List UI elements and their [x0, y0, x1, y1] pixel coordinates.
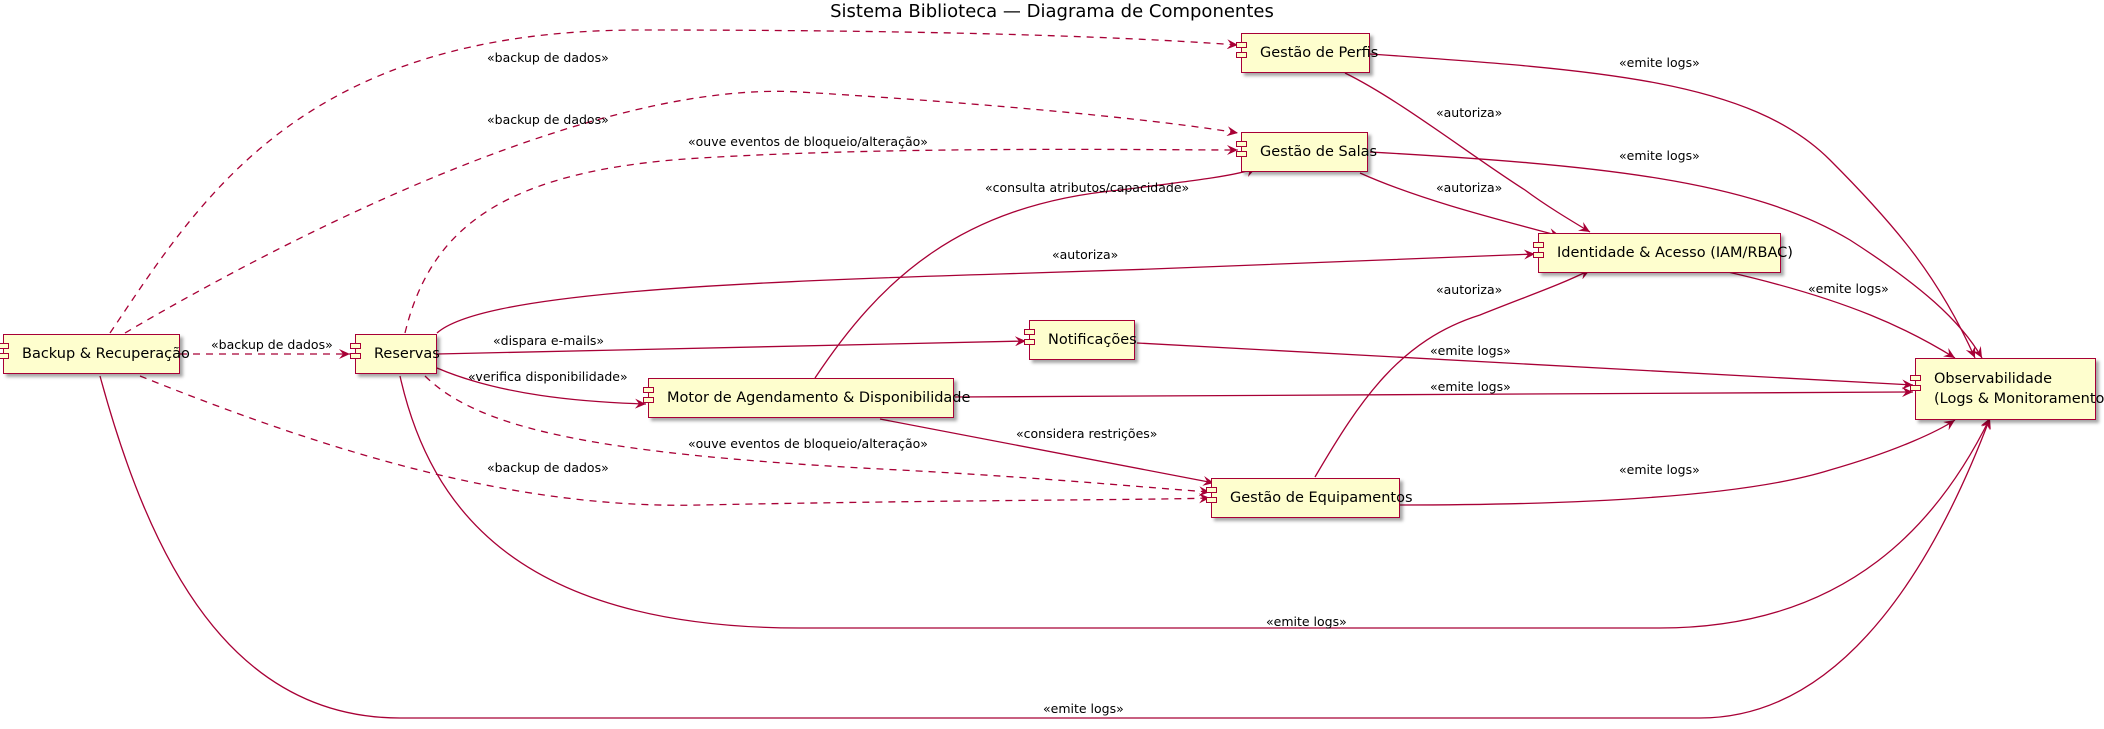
- edge-reservas-motor: [436, 367, 647, 409]
- edge-reservas-notificacoes: [436, 336, 1027, 355]
- component-label: Identidade & Acesso (IAM/RBAC): [1557, 245, 1793, 261]
- component-label: Reservas: [374, 346, 440, 362]
- edge-motor-observabilidade: [954, 387, 1914, 398]
- component-equipamentos[interactable]: Gestão de Equipamentos: [1206, 478, 1413, 518]
- component-motor[interactable]: Motor de Agendamento & Disponibilidade: [643, 378, 970, 418]
- component-tab: [1533, 252, 1544, 258]
- edge-perfis-observabilidade: [1369, 53, 1976, 359]
- component-salas[interactable]: Gestão de Salas: [1236, 132, 1377, 172]
- edge-equipamentos-observabilidade: [1399, 419, 1956, 506]
- edge-label: «ouve eventos de bloqueio/alteração»: [688, 436, 928, 451]
- component-label: Motor de Agendamento & Disponibilidade: [667, 390, 971, 406]
- edge-label: «emite logs»: [1619, 148, 1700, 163]
- edge-backup-salas: [124, 90, 1239, 334]
- component-tab: [1024, 329, 1035, 335]
- edge-motor-salas: [814, 167, 1257, 379]
- edge-backup-observabilidade: [99, 375, 1991, 719]
- component-tab: [1236, 42, 1247, 48]
- edge-reservas-observabilidade: [399, 375, 1991, 629]
- component-label: Notificações: [1048, 332, 1137, 348]
- component-observabilidade[interactable]: Observabilidade (Logs & Monitoramento): [1910, 358, 2104, 420]
- edge-backup-equipamentos: [139, 375, 1211, 506]
- edge-backup-perfis: [109, 29, 1239, 334]
- component-tab: [1910, 375, 1921, 381]
- edge-label: «emite logs»: [1619, 55, 1700, 70]
- edge-label: «autoriza»: [1436, 105, 1503, 120]
- edge-label: «backup de dados»: [487, 460, 609, 475]
- edge-label: «dispara e-mails»: [493, 333, 605, 348]
- edge-label: «emite logs»: [1808, 281, 1889, 296]
- component-label: Observabilidade (Logs & Monitoramento): [1934, 371, 2104, 407]
- diagram-title: Sistema Biblioteca — Diagrama de Compone…: [830, 1, 1274, 22]
- component-tab: [643, 397, 654, 403]
- edge-label: «emite logs»: [1619, 462, 1700, 477]
- component-label: Gestão de Salas: [1260, 144, 1378, 160]
- edge-motor-equipamentos: [879, 418, 1215, 486]
- edge-equipamentos-iam: [1314, 269, 1591, 478]
- edge-label: «autoriza»: [1436, 282, 1503, 297]
- edge-label: «autoriza»: [1436, 180, 1503, 195]
- component-label: Gestão de Equipamentos: [1230, 490, 1413, 506]
- component-tab: [350, 343, 361, 349]
- component-label: Backup & Recuperação: [22, 346, 190, 362]
- edge-reservas-salas: [404, 144, 1239, 334]
- edge-reservas-equipamentos: [424, 375, 1211, 497]
- edge-notificacoes-observabilidade: [1136, 342, 1914, 390]
- edge-label: «considera restrições»: [1016, 426, 1158, 441]
- edge-label: «emite logs»: [1430, 379, 1511, 394]
- edge-label: «autoriza»: [1052, 247, 1119, 262]
- edge-salas-observabilidade: [1369, 151, 1983, 359]
- edge-label: «backup de dados»: [211, 337, 333, 352]
- component-backup[interactable]: Backup & Recuperação: [0, 334, 190, 374]
- edge-label: «verifica disponibilidade»: [468, 369, 628, 384]
- edge-reservas-iam: [436, 249, 1536, 334]
- component-tab: [1910, 385, 1921, 391]
- component-tab: [1533, 242, 1544, 248]
- component-tab: [1236, 52, 1247, 58]
- edge-label: «backup de dados»: [487, 112, 609, 127]
- edge-label: «backup de dados»: [487, 50, 609, 65]
- edge-label: «emite logs»: [1266, 614, 1347, 629]
- component-reservas[interactable]: Reservas: [350, 334, 440, 374]
- component-tab: [350, 353, 361, 359]
- edge-label: «emite logs»: [1043, 701, 1124, 716]
- edge-label: «consulta atributos/capacidade»: [985, 180, 1190, 195]
- edge-label: «ouve eventos de bloqueio/alteração»: [688, 134, 928, 149]
- component-tab: [1236, 141, 1247, 147]
- edge-salas-iam: [1359, 172, 1561, 238]
- component-label: Gestão de Perfis: [1260, 45, 1379, 61]
- component-tab: [0, 343, 9, 349]
- edge-label: «emite logs»: [1430, 343, 1511, 358]
- edge-iam-observabilidade: [1727, 271, 1956, 359]
- component-perfis[interactable]: Gestão de Perfis: [1236, 33, 1378, 73]
- component-tab: [1236, 151, 1247, 157]
- component-iam[interactable]: Identidade & Acesso (IAM/RBAC): [1533, 233, 1793, 273]
- edge-perfis-iam: [1344, 72, 1591, 233]
- component-tab: [0, 353, 9, 359]
- component-notificacoes[interactable]: Notificações: [1024, 320, 1137, 360]
- component-tab: [643, 387, 654, 393]
- component-tab: [1206, 487, 1217, 493]
- component-tab: [1206, 497, 1217, 503]
- component-tab: [1024, 339, 1035, 345]
